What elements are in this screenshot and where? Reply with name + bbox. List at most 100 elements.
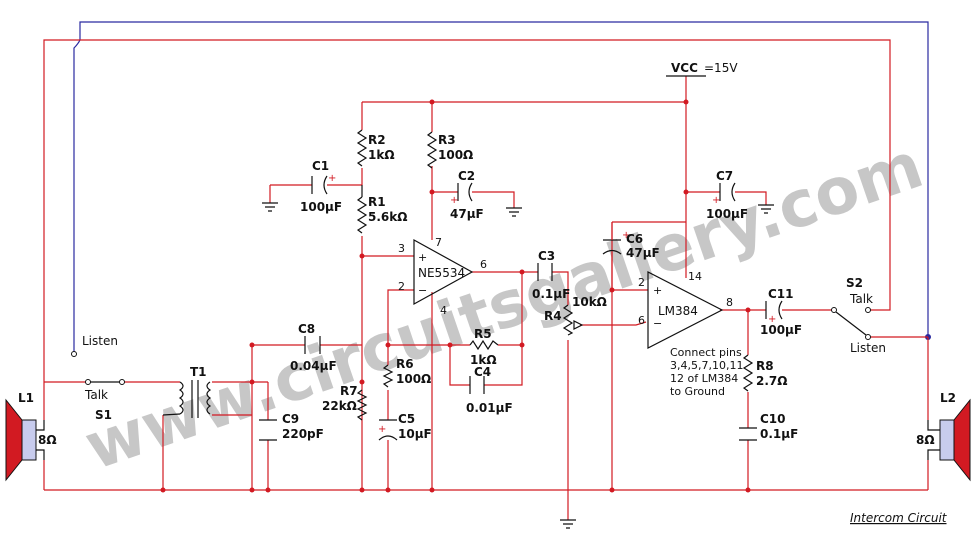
svg-text:C2: C2 [458, 169, 475, 183]
wiper-wire [580, 321, 647, 326]
svg-text:R1: R1 [368, 195, 386, 209]
svg-text:100μF: 100μF [760, 323, 802, 337]
plus-sign: + [768, 314, 776, 325]
svg-text:R2: R2 [368, 133, 386, 147]
capacitor-c10 [739, 427, 757, 441]
capacitor-c7 [719, 182, 736, 202]
svg-text:8Ω: 8Ω [916, 433, 935, 447]
resistor-r6 [382, 364, 394, 388]
c2-wire [432, 191, 515, 208]
pin-label: 3 [398, 242, 405, 255]
opamp-plus: + [418, 251, 427, 264]
resistor-r1 [356, 196, 368, 234]
svg-text:C8: C8 [298, 322, 315, 336]
opamp-ne5534 [413, 238, 474, 306]
junctions [160, 99, 751, 493]
svg-text:L1: L1 [18, 391, 34, 405]
svg-text:0.1μF: 0.1μF [760, 427, 798, 441]
svg-text:10kΩ: 10kΩ [572, 295, 607, 309]
speaker-l2 [927, 398, 971, 482]
resistor-r8 [742, 354, 754, 392]
lm384-label: LM384 [658, 304, 698, 318]
svg-text:Connect pins: Connect pins [670, 346, 742, 359]
svg-text:to Ground: to Ground [670, 385, 725, 398]
svg-text:5.6kΩ: 5.6kΩ [368, 210, 407, 224]
r4-wiper-arrow [573, 320, 584, 330]
loop-wire [43, 39, 891, 420]
svg-text:0.01μF: 0.01μF [466, 401, 513, 415]
svg-text:100Ω: 100Ω [396, 372, 431, 386]
svg-text:0.04μF: 0.04μF [290, 359, 337, 373]
plus-sign: + [450, 195, 458, 206]
opamp-lm384 [647, 271, 724, 349]
svg-text:C1: C1 [312, 159, 329, 173]
t1-secondary-leads [212, 381, 252, 416]
pin-label: 7 [435, 236, 442, 249]
switch-s1[interactable] [71, 351, 125, 385]
resistor-r7 [356, 389, 368, 421]
svg-text:0.1μF: 0.1μF [532, 287, 570, 301]
capacitor-c5 [378, 419, 398, 441]
svg-text:220pF: 220pF [282, 427, 324, 441]
svg-text:R6: R6 [396, 357, 414, 371]
opamp-plus: + [653, 284, 662, 297]
svg-text:100μF: 100μF [300, 200, 342, 214]
capacitor-c4 [469, 376, 485, 394]
svg-text:Talk: Talk [84, 388, 108, 402]
svg-text:C4: C4 [474, 365, 491, 379]
svg-text:R8: R8 [756, 359, 774, 373]
capacitor-c8 [304, 336, 321, 354]
svg-text:Listen: Listen [850, 341, 886, 355]
c3-r4-wire [522, 271, 569, 520]
svg-text:Listen: Listen [82, 334, 118, 348]
switch-s2[interactable] [831, 307, 871, 340]
pin-label: 2 [398, 280, 405, 293]
capacitor-c9 [259, 419, 277, 441]
svg-text:100μF: 100μF [706, 207, 748, 221]
vcc-rail [362, 76, 687, 103]
opamp-minus: − [653, 317, 662, 330]
svg-text:12 of LM384: 12 of LM384 [670, 372, 738, 385]
resistor-r4 [562, 304, 574, 336]
plus-sign: + [712, 195, 720, 206]
capacitor-c2 [457, 182, 473, 202]
component-labels: R2 1kΩ R1 5.6kΩ R3 100Ω C1 100μF C2 47μF… [18, 133, 956, 447]
svg-text:R3: R3 [438, 133, 456, 147]
svg-text:1kΩ: 1kΩ [368, 148, 395, 162]
capacitor-c11 [765, 300, 783, 320]
pin-label: 6 [638, 314, 645, 327]
plus-sign: + [328, 173, 336, 184]
svg-text:3,4,5,7,10,11: 3,4,5,7,10,11 [670, 359, 743, 372]
svg-text:8Ω: 8Ω [38, 433, 57, 447]
svg-text:22kΩ: 22kΩ [322, 399, 357, 413]
svg-text:1kΩ: 1kΩ [470, 353, 497, 367]
c7-gnd [735, 191, 767, 205]
svg-text:C11: C11 [768, 287, 794, 301]
transformer-t1 [162, 380, 212, 418]
speaker-l1 [5, 398, 45, 482]
svg-text:47μF: 47μF [450, 207, 484, 221]
resistor-r3 [426, 131, 438, 169]
ne5534-label: NE5534 [418, 266, 465, 280]
pin-label: 8 [726, 296, 733, 309]
svg-text:L2: L2 [940, 391, 956, 405]
opamp-minus: − [418, 284, 427, 297]
plus-sign: + [378, 424, 386, 435]
plus-sign: + [622, 230, 630, 241]
capacitor-c1 [311, 175, 328, 195]
vcc-name: VCC [671, 61, 698, 75]
watermark: www.circuitsgallery.com [76, 129, 932, 485]
svg-text:C5: C5 [398, 412, 415, 426]
resistor-r5 [469, 339, 499, 351]
svg-text:Talk: Talk [849, 292, 873, 306]
c1-wire [269, 184, 362, 203]
c9-wire [252, 381, 269, 490]
lm384-ground-note: Connect pins 3,4,5,7,10,11 12 of LM384 t… [670, 346, 743, 398]
svg-text:C9: C9 [282, 412, 299, 426]
svg-text:C10: C10 [760, 412, 786, 426]
svg-text:R4: R4 [544, 309, 562, 323]
vcc-value: =15V [704, 61, 738, 75]
svg-text:C7: C7 [716, 169, 733, 183]
